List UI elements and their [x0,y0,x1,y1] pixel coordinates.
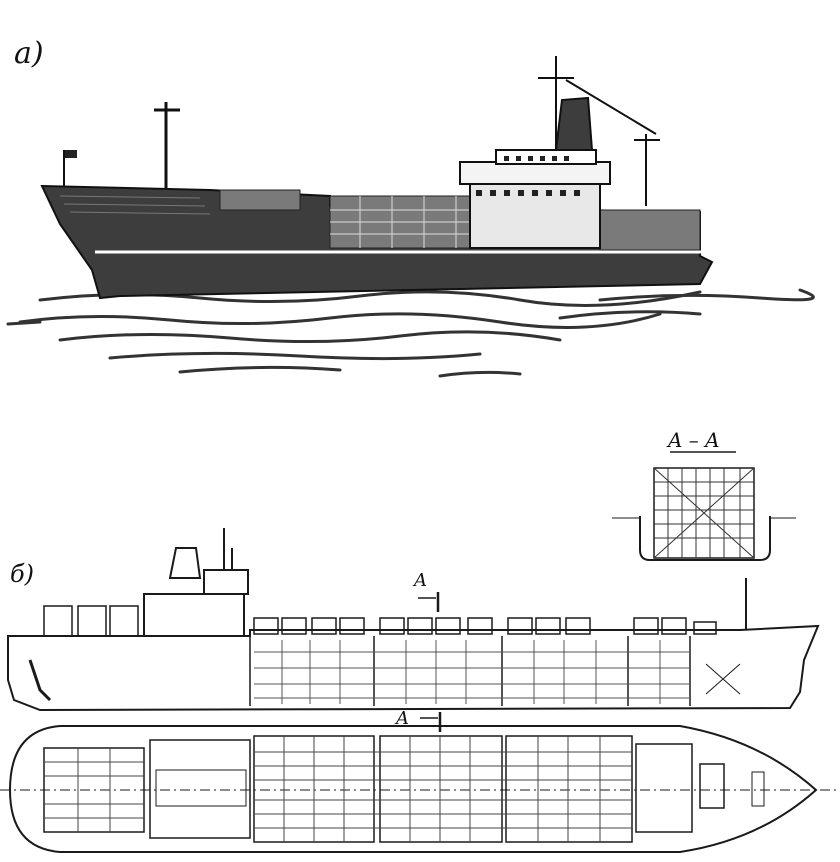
figure-label-a: a) [14,36,44,71]
cross-section-a-a [612,451,796,561]
cut-marker-top: A [414,570,427,591]
deck-plan-outline [8,725,818,853]
deck-container-row [253,617,717,635]
figure-label-b: б) [10,560,35,588]
bow-flag-icon [63,150,77,186]
bow-hatching [59,195,211,215]
plan-view [0,712,840,853]
plan-container-grid [44,736,632,842]
cut-marker-bottom: A [396,708,409,729]
superstructure [459,56,660,249]
section-title: A – A [668,428,720,452]
ship-illustration [6,56,815,378]
hold-bulkheads [249,636,691,706]
sea-waves [6,288,815,378]
foremast [154,102,180,188]
side-elevation [7,528,820,712]
aft-container-stacks [43,605,139,637]
hold-container-grid [254,640,690,704]
side-hull [7,624,820,712]
funnel [554,96,594,151]
